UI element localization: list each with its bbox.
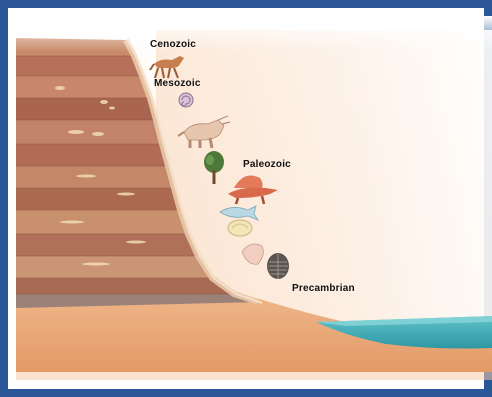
era-label-mesozoic: Mesozoic bbox=[154, 78, 201, 89]
shell-icon bbox=[228, 220, 252, 236]
ammonite-icon bbox=[179, 93, 193, 107]
era-label-cenozoic: Cenozoic bbox=[150, 39, 196, 50]
geologic-time-illustration: Cenozoic Mesozoic Paleozoic Precambrian bbox=[16, 16, 492, 397]
trilobite-icon bbox=[267, 253, 289, 279]
era-label-paleozoic: Paleozoic bbox=[243, 159, 291, 170]
strata-scene bbox=[16, 16, 492, 397]
era-label-precambrian: Precambrian bbox=[292, 283, 355, 294]
